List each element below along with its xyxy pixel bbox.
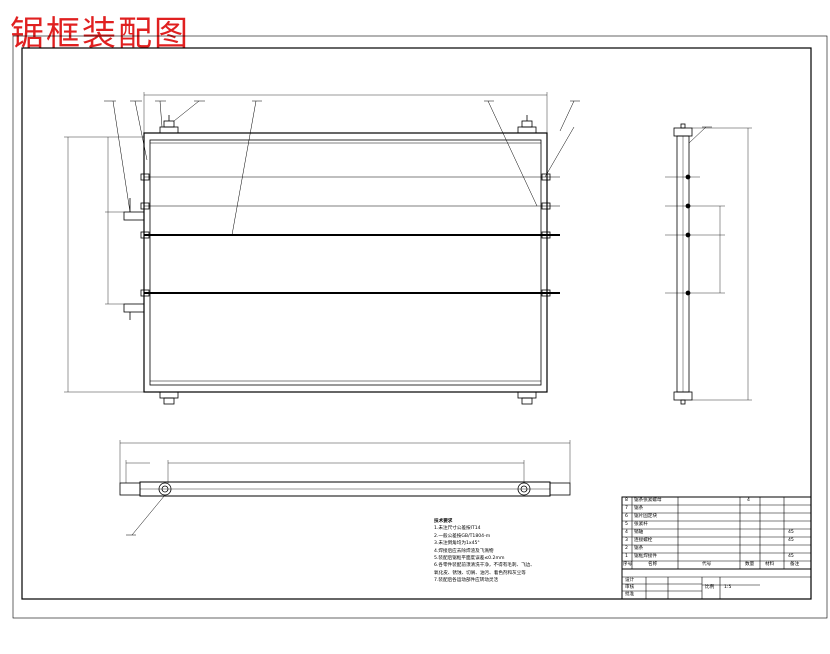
outer-border: [12, 35, 828, 619]
tb-no: 5: [625, 522, 628, 527]
note-line: 氧化皮、锈蚀、切屑、油污、着色剂和灰尘等: [434, 570, 526, 576]
tb-name: 锯片固定块: [634, 514, 657, 519]
tb-no: 6: [625, 514, 628, 519]
tb-header-name: 名称: [648, 562, 658, 567]
tb-header-no: 序号: [623, 562, 633, 567]
tb-no: 2: [625, 546, 628, 551]
tb-qty: 4: [747, 498, 750, 503]
tb-name: 销轴: [634, 530, 644, 535]
tb-no: 1: [625, 554, 628, 559]
tb-scale-value: 1:5: [724, 585, 732, 590]
tb-no: 3: [625, 538, 628, 543]
tb-sign-label: 批准: [625, 592, 635, 597]
inner-border: [21, 47, 812, 600]
tb-header-material: 材料: [765, 562, 775, 567]
frame-inner: [149, 139, 542, 386]
tb-material: 45: [788, 538, 794, 543]
tb-header-qty: 数量: [745, 562, 755, 567]
tb-material: 45: [788, 554, 794, 559]
note-line: 6.各零件装配前须清洗干净，不得有毛刺、飞边、: [434, 563, 535, 569]
tb-header-note: 备注: [790, 562, 800, 567]
note-line: 1.未注尺寸公差按IT14: [434, 526, 481, 532]
tb-no: 7: [625, 506, 628, 511]
tb-name: 连接螺栓: [634, 538, 653, 543]
tb-sign-label: 审核: [625, 585, 635, 590]
tb-name: 锯条张紧螺母: [634, 498, 662, 503]
tb-material: 45: [788, 530, 794, 535]
tb-no: 4: [625, 530, 628, 535]
tb-no: 8: [625, 498, 628, 503]
tb-name: 张紧杆: [634, 522, 648, 527]
tb-sign-label: 设计: [625, 578, 635, 583]
note-line: 5.装配后锯框平面度误差≤0.2mm: [434, 556, 505, 562]
title-block: [621, 496, 812, 600]
tb-name: 锯框焊接件: [634, 554, 657, 559]
drawing-title: 锯框装配图: [10, 14, 190, 54]
technical-notes: 技术要求 1.未注尺寸公差按IT14 2.一般公差按GB/T1804-m 3.未…: [434, 518, 554, 585]
tb-header-code: 代号: [702, 562, 712, 567]
tb-name: 锯条: [634, 546, 644, 551]
note-line: 4.焊接后应去除焊渣及飞溅物: [434, 548, 494, 554]
tb-scale-label: 比例: [705, 585, 715, 590]
note-line: 3.未注倒角均为1x45°: [434, 541, 480, 547]
front-view: [64, 92, 580, 405]
note-line: 2.一般公差按GB/T1804-m: [434, 533, 491, 539]
frame-outer: [143, 132, 548, 393]
top-view: [119, 440, 571, 536]
notes-heading: 技术要求: [434, 519, 453, 524]
note-line: 7.装配后各运动部件应转动灵活: [434, 578, 499, 584]
tb-name: 锯条: [634, 506, 644, 511]
side-view: [665, 123, 752, 405]
